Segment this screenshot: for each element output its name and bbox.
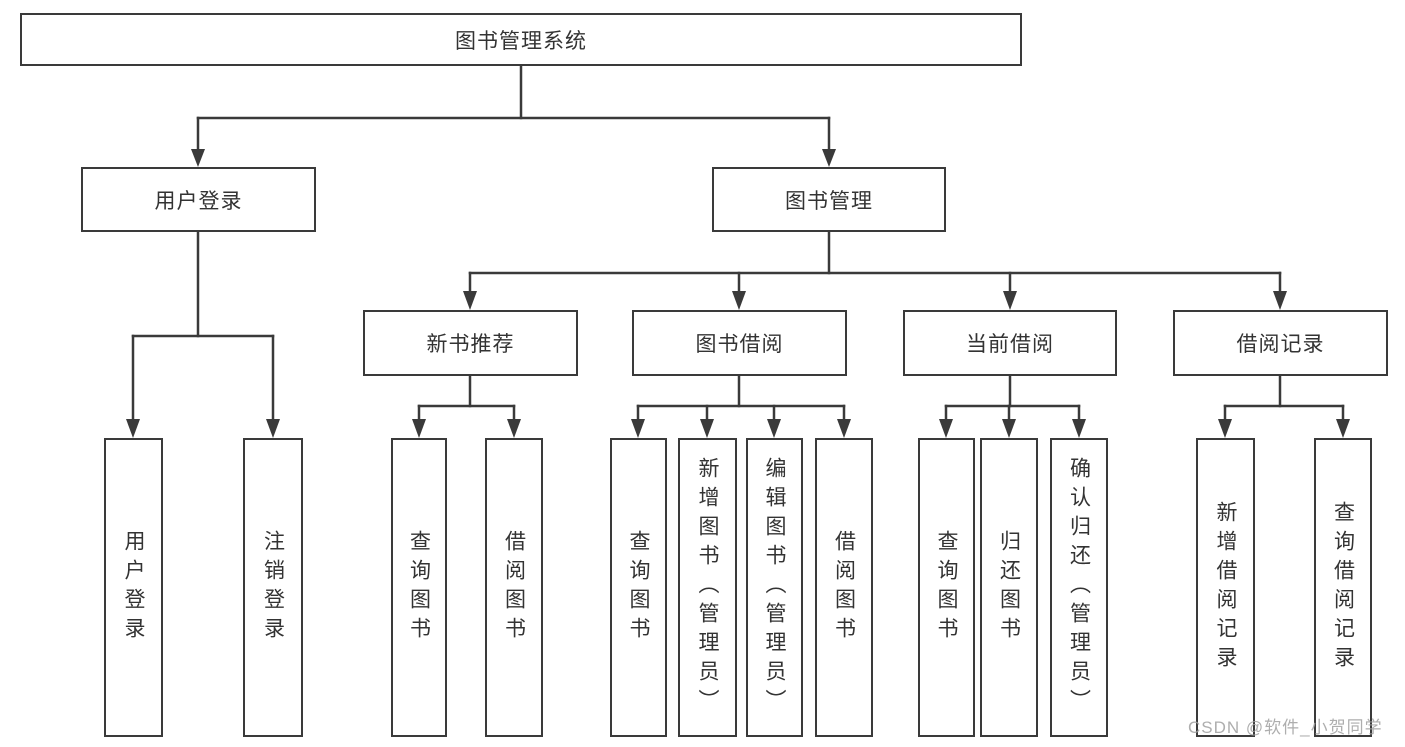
node-label: 新书推荐	[426, 333, 515, 356]
node-new-book-recommendation: 新书推荐	[363, 310, 578, 376]
node-label: 确认归还（管理员）	[1067, 457, 1091, 718]
node-book-management: 图书管理	[712, 167, 946, 232]
node-label: 查询图书	[627, 529, 650, 646]
connector-user-login-children	[126, 230, 280, 438]
node-label: 用户登录	[154, 189, 243, 213]
node-label: 查询图书	[935, 529, 958, 646]
node-add-books-admin: 新增图书（管理员）	[678, 438, 737, 737]
node-return-books: 归还图书	[980, 438, 1038, 737]
node-logout-leaf: 注销登录	[243, 438, 303, 737]
node-book-borrowing: 图书借阅	[632, 310, 847, 376]
node-label: 图书借阅	[695, 333, 784, 356]
node-label: 图书管理系统	[455, 29, 587, 53]
node-label: 归还图书	[997, 529, 1021, 646]
node-label: 用户登录	[122, 529, 145, 646]
node-label: 编辑图书（管理员）	[763, 457, 786, 718]
node-label: 注销登录	[261, 529, 285, 646]
connector-borrowing-children	[631, 374, 851, 438]
node-query-books-recommend: 查询图书	[391, 438, 447, 737]
node-library-management-system: 图书管理系统	[20, 13, 1022, 66]
node-borrowing-records: 借阅记录	[1173, 310, 1388, 376]
connector-book-management-children	[463, 230, 1287, 310]
node-edit-books-admin: 编辑图书（管理员）	[746, 438, 803, 737]
node-label: 图书管理	[785, 189, 873, 213]
node-user-login-leaf: 用户登录	[104, 438, 163, 737]
connector-current-children	[939, 374, 1086, 438]
node-query-books-borrowing: 查询图书	[610, 438, 667, 737]
node-label: 新增借阅记录	[1214, 500, 1237, 675]
node-query-books-current: 查询图书	[918, 438, 975, 737]
csdn-watermark: CSDN @软件_小贺同学	[1188, 718, 1383, 737]
node-add-borrow-record: 新增借阅记录	[1196, 438, 1255, 737]
node-label: 借阅图书	[832, 529, 856, 646]
connector-recommendation-children	[412, 374, 521, 438]
node-confirm-return-admin: 确认归还（管理员）	[1050, 438, 1108, 737]
node-user-login: 用户登录	[81, 167, 316, 232]
node-borrow-books-recommend: 借阅图书	[485, 438, 543, 737]
node-borrow-books-leaf: 借阅图书	[815, 438, 873, 737]
connector-records-children	[1218, 374, 1350, 438]
node-query-borrow-record: 查询借阅记录	[1314, 438, 1372, 737]
node-label: 新增图书（管理员）	[696, 457, 719, 718]
connector-root-to-level2	[191, 64, 836, 167]
node-label: 当前借阅	[966, 333, 1054, 356]
node-label: 查询借阅记录	[1331, 500, 1355, 675]
node-label: 借阅图书	[502, 529, 526, 646]
node-current-borrowing: 当前借阅	[903, 310, 1117, 376]
node-label: 借阅记录	[1236, 333, 1325, 356]
node-label: 查询图书	[407, 529, 431, 646]
